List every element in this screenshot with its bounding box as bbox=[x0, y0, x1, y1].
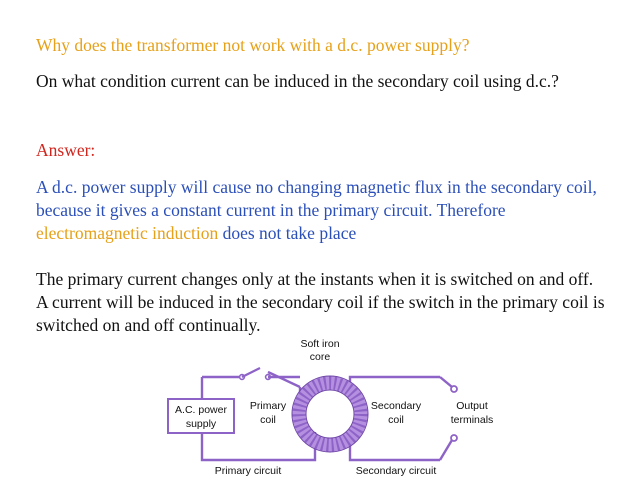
core-label-2: core bbox=[310, 351, 331, 363]
question-2: On what condition current can be induced… bbox=[36, 71, 559, 91]
secondary-coil-label-1: Secondary bbox=[371, 400, 422, 412]
answer-label: Answer: bbox=[36, 140, 96, 160]
answer-part-1: A d.c. power supply will cause no changi… bbox=[36, 177, 597, 220]
answer-highlight: electromagnetic induction bbox=[36, 223, 219, 243]
supply-label-1: A.C. power bbox=[175, 404, 227, 416]
primary-coil-label-2: coil bbox=[260, 414, 276, 426]
output-terminal-icon bbox=[450, 385, 458, 393]
answer-text: A d.c. power supply will cause no changi… bbox=[36, 176, 606, 245]
question-1: Why does the transformer not work with a… bbox=[36, 35, 470, 55]
secondary-circuit-label: Secondary circuit bbox=[356, 465, 437, 477]
core-label-1: Soft iron bbox=[300, 338, 339, 350]
transformer-diagram: Soft iron core A.C. power supply Primary… bbox=[167, 338, 494, 477]
supply-label-2: supply bbox=[186, 418, 217, 430]
primary-circuit-label: Primary circuit bbox=[215, 465, 282, 477]
output-label-2: terminals bbox=[451, 414, 494, 426]
secondary-coil-label-2: coil bbox=[388, 414, 404, 426]
toroid-core-icon bbox=[291, 375, 369, 453]
output-label-1: Output bbox=[456, 400, 488, 412]
switch-icon bbox=[238, 367, 300, 381]
answer-part-2: does not take place bbox=[218, 223, 357, 243]
ac-supply-box bbox=[167, 398, 235, 434]
explanation-text: The primary current changes only at the … bbox=[36, 269, 605, 335]
output-terminal-icon bbox=[450, 434, 458, 442]
primary-coil-label-1: Primary bbox=[250, 400, 287, 412]
